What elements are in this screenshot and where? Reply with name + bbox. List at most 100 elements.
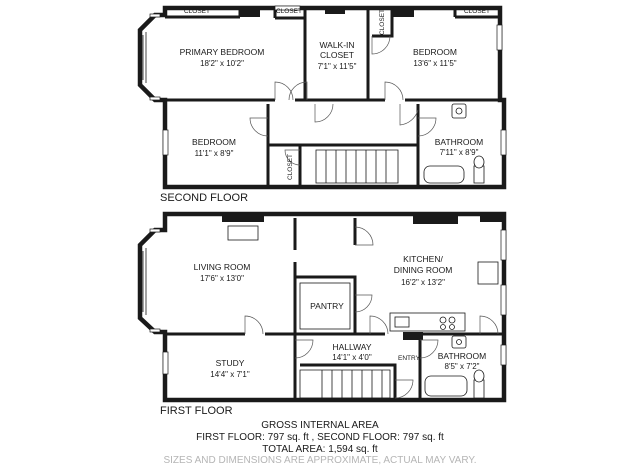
room-label: HALLWAY [332,342,371,352]
wall-block [403,332,423,340]
sink-drain-icon [456,339,462,345]
disclaimer: SIZES AND DIMENSIONS ARE APPROXIMATE, AC… [163,455,477,466]
interior-wall [453,8,500,19]
room-label: LIVING ROOM [194,262,251,272]
fireplace-hearth [227,225,259,241]
door [274,81,294,101]
wall-block [392,6,414,17]
door [354,226,374,246]
room-label: BEDROOM [192,137,236,147]
door [394,379,414,399]
toilet-icon [473,379,485,399]
door [294,339,314,359]
stove-burner-icon [448,316,456,324]
room-label: BATHROOM [438,351,486,361]
room-label: ENTRY [398,355,421,362]
interior-wall [295,275,357,334]
bathtub-icon [423,165,465,184]
bay-window [142,248,147,315]
window [500,344,507,366]
wall-block [480,212,504,222]
stove-burner-icon [439,316,447,324]
closet-label: CLOSET [379,9,386,35]
floor-areas: FIRST FLOOR: 797 sq. ft , SECOND FLOOR: … [196,432,444,443]
door [417,117,437,137]
window [274,5,301,11]
window [162,351,169,375]
room-dimensions: 13'6" x 11'5" [413,59,456,68]
room-label: WALK-IN [319,40,354,50]
door [479,315,499,335]
second-floor-exterior-wall [137,5,507,190]
fireplace [222,212,264,222]
room-label: PRIMARY BEDROOM [180,47,265,57]
stairs [315,149,399,184]
room-label: STUDY [216,358,245,368]
first-floor: LIVING ROOM 17'6" x 13'0" KITCHEN/ DININ… [137,211,507,417]
room-label: PANTRY [310,301,344,311]
door [284,149,301,166]
window [162,129,169,156]
bathtub-icon [424,375,468,397]
wall-block [413,212,458,224]
stairs [299,369,391,399]
closet-label: CLOSET [184,8,210,15]
window [496,24,503,51]
interior-wall [300,363,397,400]
window [149,96,161,101]
door [419,339,439,359]
floor-title: FIRST FLOOR [160,405,233,417]
window [500,229,507,261]
interior-wall [268,143,302,187]
room-label: CLOSET [320,50,354,60]
interior-wall [372,8,394,38]
door [249,117,269,137]
toilet-icon [473,165,485,184]
refrigerator-icon [477,261,499,285]
second-floor: PRIMARY BEDROOM 18'2" x 10'2" WALK-IN CL… [137,5,507,204]
window [500,284,507,316]
room-dimensions: 11'1" x 8'9" [195,149,234,158]
door [384,81,404,101]
toilet-bowl-icon [473,155,485,169]
door [399,104,419,126]
room-label: BEDROOM [413,47,457,57]
room-dimensions: 14'1" x 4'0" [332,353,372,362]
pantry-shelves [299,282,351,330]
window [149,228,161,233]
room-dimensions: 17'6" x 13'0" [200,274,244,283]
room-dimensions: 14'4" x 7'1" [210,370,250,379]
room-label: BATHROOM [435,137,483,147]
total-area: TOTAL AREA: 1,594 sq. ft [262,444,378,455]
stove-burner-icon [440,324,446,330]
closet-label: CLOSET [287,154,294,180]
room-dimensions: 7'1" x 11'5" [318,62,357,71]
window [149,13,161,18]
wall-block [240,6,260,17]
door [354,294,373,313]
room-dimensions: 8'5" x 7'2" [445,362,480,371]
door [371,35,391,55]
room-dimensions: 18'2" x 10'2" [200,59,244,68]
sink-icon [451,335,467,349]
room-label: KITCHEN/ [403,254,443,264]
window [149,328,161,333]
room-label: DINING ROOM [394,265,453,275]
closet-label: CLOSET [276,8,302,15]
door [369,315,389,335]
toilet-bowl-icon [473,369,485,383]
sink-icon [394,316,410,328]
wall-block [325,6,345,14]
sink-drain-icon [455,107,463,115]
window [500,129,507,156]
door [288,81,308,101]
closet-label: CLOSET [464,8,490,15]
sink-icon [451,103,467,119]
floor-title: SECOND FLOOR [160,192,248,204]
door [244,315,264,335]
door [314,103,334,123]
bay-window [142,32,147,83]
area-heading: GROSS INTERNAL AREA [261,420,379,431]
room-dimensions: 7'11" x 8'9" [440,148,479,157]
